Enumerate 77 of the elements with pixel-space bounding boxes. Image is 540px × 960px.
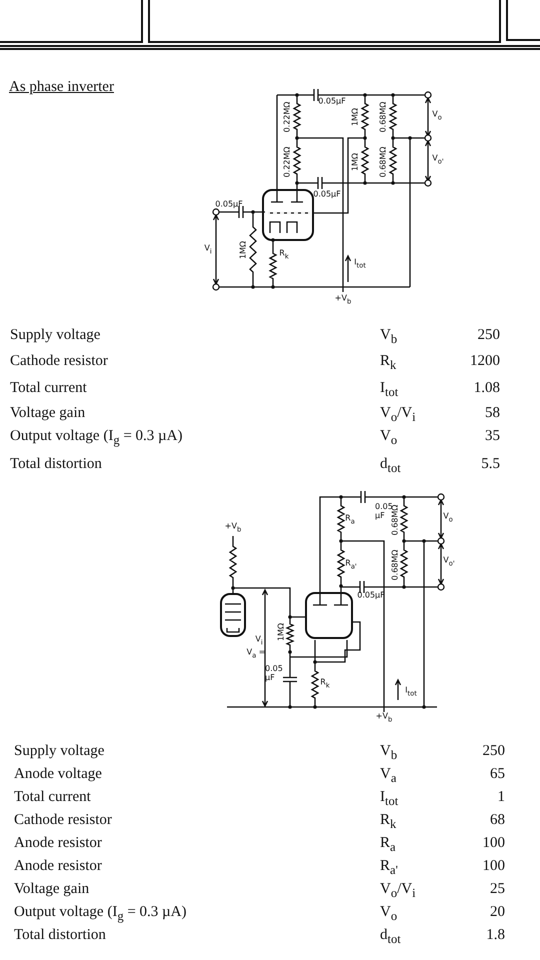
- component-label: 1MΩ: [238, 240, 248, 260]
- component-label: R$_{a}$: [345, 514, 355, 526]
- parameter-value: 58: [485, 405, 500, 422]
- component-label: V$_{o'}$: [432, 154, 444, 166]
- parameter-symbol: V$_{o}$: [380, 904, 398, 925]
- parameter-symbol: V$_{o}$/V$_{i}$: [380, 405, 416, 426]
- parameter-symbol: V$_{a}$: [380, 766, 396, 787]
- parameter-value: 1.08: [474, 380, 500, 397]
- component-label: R$_{k}$: [279, 248, 289, 262]
- section-heading: As phase inverter: [9, 79, 114, 96]
- parameter-value: 68: [490, 812, 505, 829]
- parameter-name: Anode voltage: [14, 766, 102, 783]
- component-label: I$_{tot}$: [354, 258, 366, 270]
- parameter-value: 250: [478, 327, 500, 344]
- component-label: 0.05µF: [357, 590, 385, 600]
- parameter-name: Supply voltage: [14, 743, 104, 760]
- parameter-value: 65: [490, 766, 505, 783]
- parameter-value: 1200: [470, 353, 500, 370]
- parameter-symbol: I$_{tot}$: [380, 789, 398, 810]
- component-label: R$_{a'}$: [345, 558, 357, 572]
- component-label: 0.22MΩ: [282, 146, 292, 178]
- parameter-symbol: d$_{tot}$: [380, 456, 401, 477]
- parameter-name: Total distortion: [14, 927, 106, 944]
- parameter-name: Supply voltage: [10, 327, 100, 344]
- parameter-symbol: R$_{a}$: [380, 835, 396, 856]
- component-label: V$_{o}$: [443, 512, 453, 524]
- component-label: I$_{tot}$: [405, 686, 417, 698]
- component-label: 0.05 µF: [265, 664, 284, 682]
- parameter-symbol: d$_{tot}$: [380, 927, 401, 948]
- parameter-name: Voltage gain: [14, 881, 90, 898]
- component-label: +V$_{b}$: [224, 522, 242, 534]
- parameter-symbol: V$_{o}$: [380, 428, 398, 449]
- component-label: 0.05µF: [313, 190, 341, 198]
- parameter-name: Cathode resistor: [14, 812, 112, 829]
- component-label: V$_{o}$: [432, 110, 442, 122]
- component-label: V$_{i}$: [255, 634, 263, 648]
- component-label: 1MΩ: [350, 152, 360, 172]
- component-label: 1MΩ: [350, 108, 360, 126]
- parameter-symbol: I$_{tot}$: [380, 380, 398, 401]
- parameter-symbol: R$_{k}$: [380, 812, 396, 833]
- parameter-value: 1.8: [486, 927, 505, 944]
- component-label: V$_{o'}$: [443, 556, 455, 568]
- parameter-value: 1: [498, 789, 505, 806]
- component-label: 0.22MΩ: [282, 102, 292, 132]
- parameter-symbol: V$_{b}$: [380, 327, 398, 348]
- parameter-symbol: R$_{a'}$: [380, 858, 398, 879]
- parameter-name: Anode resistor: [14, 835, 102, 852]
- parameter-value: 100: [482, 835, 505, 852]
- component-label: 1MΩ: [276, 622, 286, 642]
- parameter-name: Anode resistor: [14, 858, 102, 875]
- component-label: 0.05µF: [318, 96, 346, 106]
- parameter-value: 20: [490, 904, 505, 921]
- component-label: 0.68MΩ: [390, 550, 400, 580]
- component-label: V$_{i}$: [204, 244, 212, 256]
- parameter-symbol: V$_{o}$/V$_{i}$: [380, 881, 416, 902]
- parameter-name: Voltage gain: [10, 405, 86, 422]
- parameter-name: Total current: [14, 789, 91, 806]
- parameter-name: Total distortion: [10, 456, 102, 473]
- parameter-value: 100: [482, 858, 505, 875]
- component-label: 0.68MΩ: [390, 504, 400, 536]
- parameter-value: 5.5: [481, 456, 500, 473]
- parameter-value: 35: [485, 428, 500, 445]
- component-label: V$_{a}$ =: [246, 648, 266, 660]
- parameter-name: Output voltage (I$_{g}$ = 0.3 µA): [14, 904, 186, 925]
- parameter-symbol: V$_{b}$: [380, 743, 398, 764]
- parameter-value: 250: [482, 743, 505, 760]
- component-label: 0.05µF: [215, 200, 243, 208]
- parameter-name: Cathode resistor: [10, 353, 108, 370]
- component-label: R$_{k}$: [320, 678, 330, 690]
- parameter-value: 25: [490, 881, 505, 898]
- component-label: +V$_{b}$: [376, 712, 392, 724]
- parameter-name: Total current: [10, 380, 87, 397]
- component-label: 0.68MΩ: [378, 146, 388, 178]
- component-label: 0.68MΩ: [378, 102, 388, 132]
- parameter-name: Output voltage (I$_{g}$ = 0.3 µA): [10, 428, 182, 449]
- component-label: +V$_{b}$: [334, 294, 352, 306]
- parameter-symbol: R$_{k}$: [380, 353, 396, 374]
